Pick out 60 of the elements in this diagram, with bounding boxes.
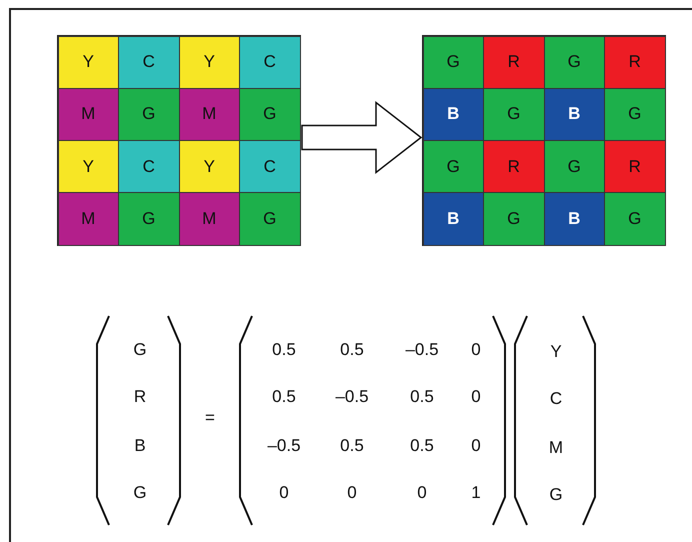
filter-cell: G [118, 88, 180, 141]
matrix-entry: 0 [279, 483, 289, 503]
filter-cell: M [58, 192, 119, 246]
filter-cell: B [422, 192, 484, 246]
filter-cell: M [178, 88, 240, 141]
matrix-entry: 0.5 [340, 436, 364, 456]
vector-entry: M [548, 438, 564, 458]
matrix-entry: –0.5 [267, 436, 301, 456]
filter-cell: C [239, 36, 300, 89]
filter-cell: R [604, 36, 666, 89]
matrix-entry: 0.5 [272, 387, 296, 407]
matrix-entry: 0.5 [410, 436, 434, 456]
filter-cell: G [483, 192, 544, 246]
vector-entry: C [550, 389, 562, 409]
filter-cell: B [422, 88, 484, 141]
matrix-entry: 0 [347, 483, 357, 503]
vector-entry: Y [550, 342, 562, 362]
matrix-entry: 0 [471, 436, 481, 456]
matrix-entry: 0.5 [340, 340, 364, 360]
filter-cell: M [178, 192, 240, 246]
filter-cell: R [483, 140, 544, 194]
vector-entry: B [134, 436, 146, 456]
filter-cell: M [58, 88, 119, 141]
filter-cell: G [544, 140, 605, 194]
filter-cell: G [118, 192, 180, 246]
matrix-entry: –0.5 [335, 387, 369, 407]
matrix-entry: 0 [471, 340, 481, 360]
color-filter-grid [57, 35, 301, 246]
block-arrow [301, 100, 422, 174]
filter-cell: R [483, 36, 544, 89]
color-filter-grid [422, 35, 666, 246]
filter-cell: R [604, 140, 666, 194]
filter-cell: G [544, 36, 605, 89]
filter-cell: Y [58, 36, 119, 89]
equals-sign: = [205, 408, 215, 428]
filter-cell: B [544, 192, 605, 246]
filter-cell: B [544, 88, 605, 141]
matrix-entry: 1 [471, 483, 481, 503]
matrix-entry: 0.5 [410, 387, 434, 407]
filter-cell: G [239, 88, 300, 141]
filter-cell: Y [178, 140, 240, 194]
filter-cell: G [239, 192, 300, 246]
filter-cell: Y [178, 36, 240, 89]
filter-cell: G [604, 88, 666, 141]
vector-entry: R [134, 387, 146, 407]
matrix-entry: 0 [471, 387, 481, 407]
filter-cell: Y [58, 140, 119, 194]
filter-cell: C [118, 36, 180, 89]
matrix-entry: 0.5 [272, 340, 296, 360]
filter-cell: G [422, 36, 484, 89]
filter-cell: C [118, 140, 180, 194]
filter-cell: G [483, 88, 544, 141]
vector-entry: G [133, 340, 147, 360]
matrix-entry: –0.5 [405, 340, 439, 360]
filter-cell: C [239, 140, 300, 194]
filter-cell: G [422, 140, 484, 194]
vector-entry: G [549, 485, 563, 505]
matrix-entry: 0 [417, 483, 427, 503]
vector-entry: G [133, 483, 147, 503]
filter-cell: G [604, 192, 666, 246]
